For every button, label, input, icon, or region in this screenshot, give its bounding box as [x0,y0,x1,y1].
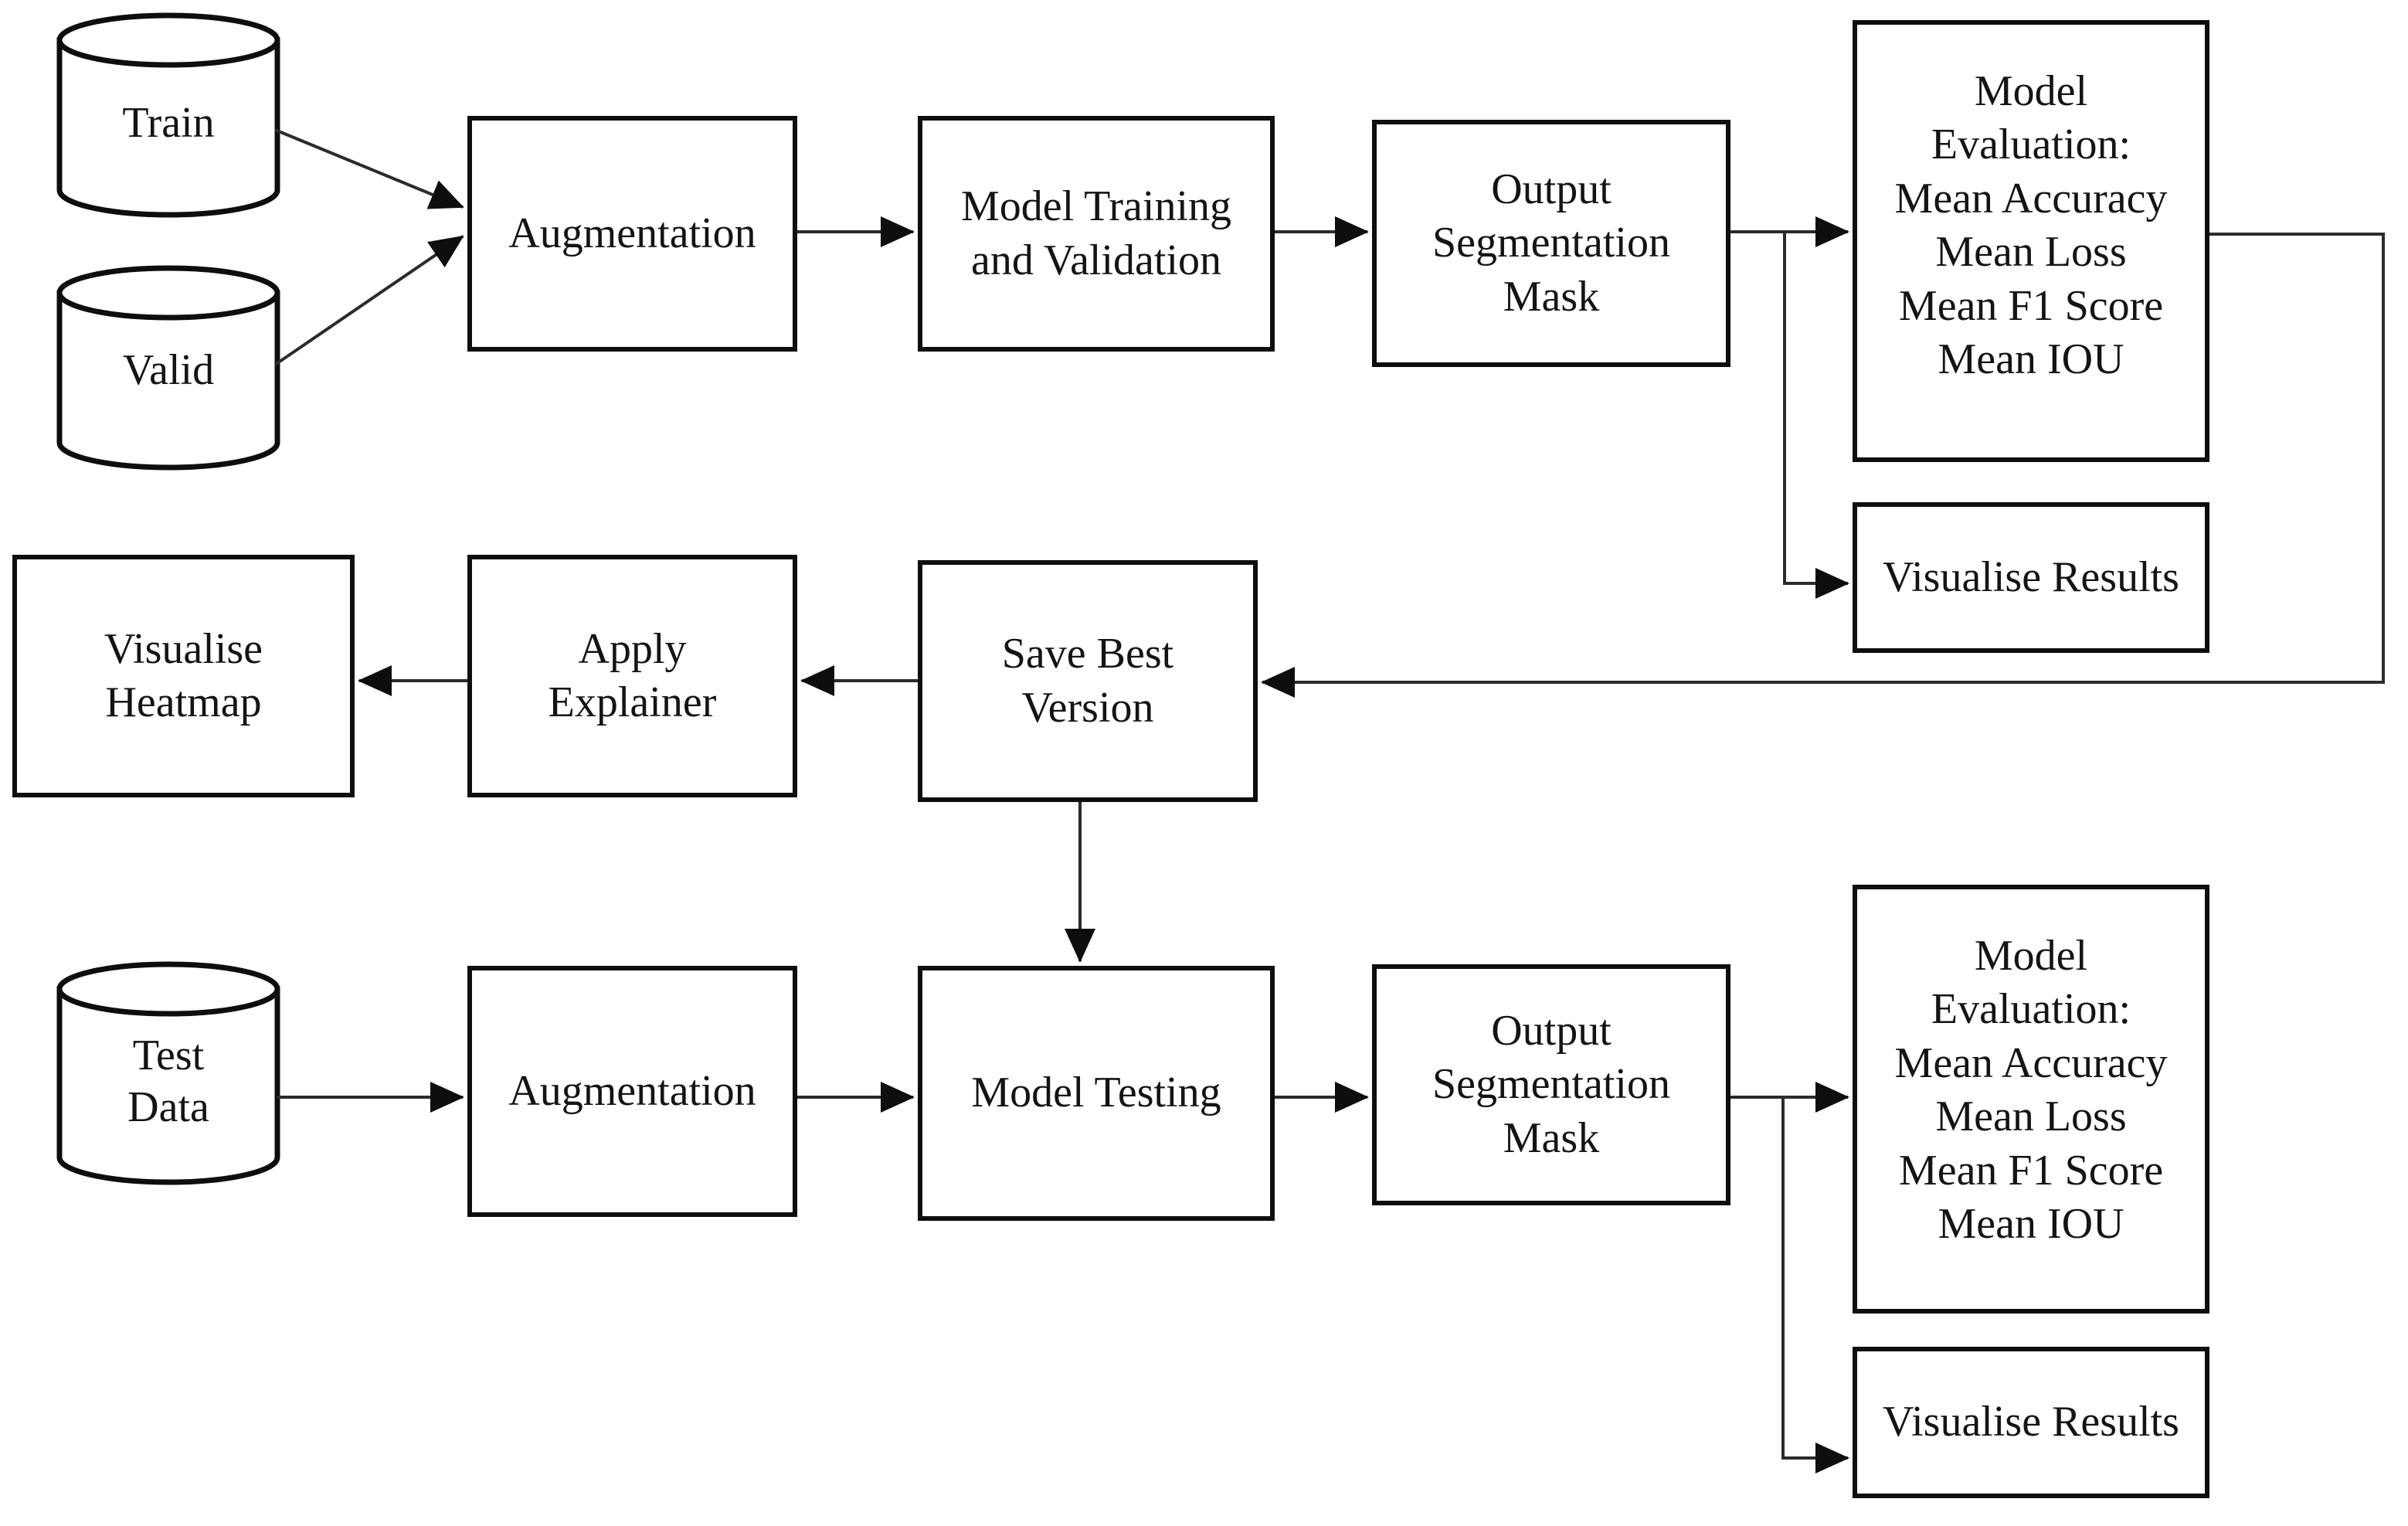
connector-branch-to-visualise-results-bottom [1781,1099,1849,1473]
train-label: Train [122,99,215,148]
train-cylinder [56,12,280,218]
augmentation-bottom-box: Augmentation [467,966,797,1217]
visualise-results-top-box: Visualise Results [1853,502,2209,653]
output-segmentation-mask-top-box: Output Segmentation Mask [1372,120,1730,367]
connector-valid-to-augmentation [273,235,464,366]
valid-cylinder [56,265,280,471]
output-segmentation-mask-bottom-box: Output Segmentation Mask [1372,964,1730,1205]
visualise-heatmap-box: Visualise Heatmap [12,555,355,797]
connector-train-to-augmentation [274,128,464,209]
apply-explainer-box: Apply Explainer [467,555,797,797]
valid-label: Valid [122,346,215,395]
test-data-cylinder [56,961,280,1185]
model-training-box: Model Training and Validation [918,116,1275,352]
augmentation-top-box: Augmentation [467,116,797,352]
save-best-version-box: Save Best Version [918,560,1258,802]
model-evaluation-top-box: Model Evaluation: Mean Accuracy Mean Los… [1853,20,2209,462]
test-data-label: Test Data [127,1031,209,1131]
model-evaluation-bottom-box: Model Evaluation: Mean Accuracy Mean Los… [1853,885,2209,1314]
visualise-results-bottom-box: Visualise Results [1853,1347,2209,1498]
connector-feedback-evaluation-to-save-best [1261,233,2385,698]
model-testing-box: Model Testing [918,966,1275,1221]
connector-branch-to-visualise-results-top [1783,233,1849,599]
